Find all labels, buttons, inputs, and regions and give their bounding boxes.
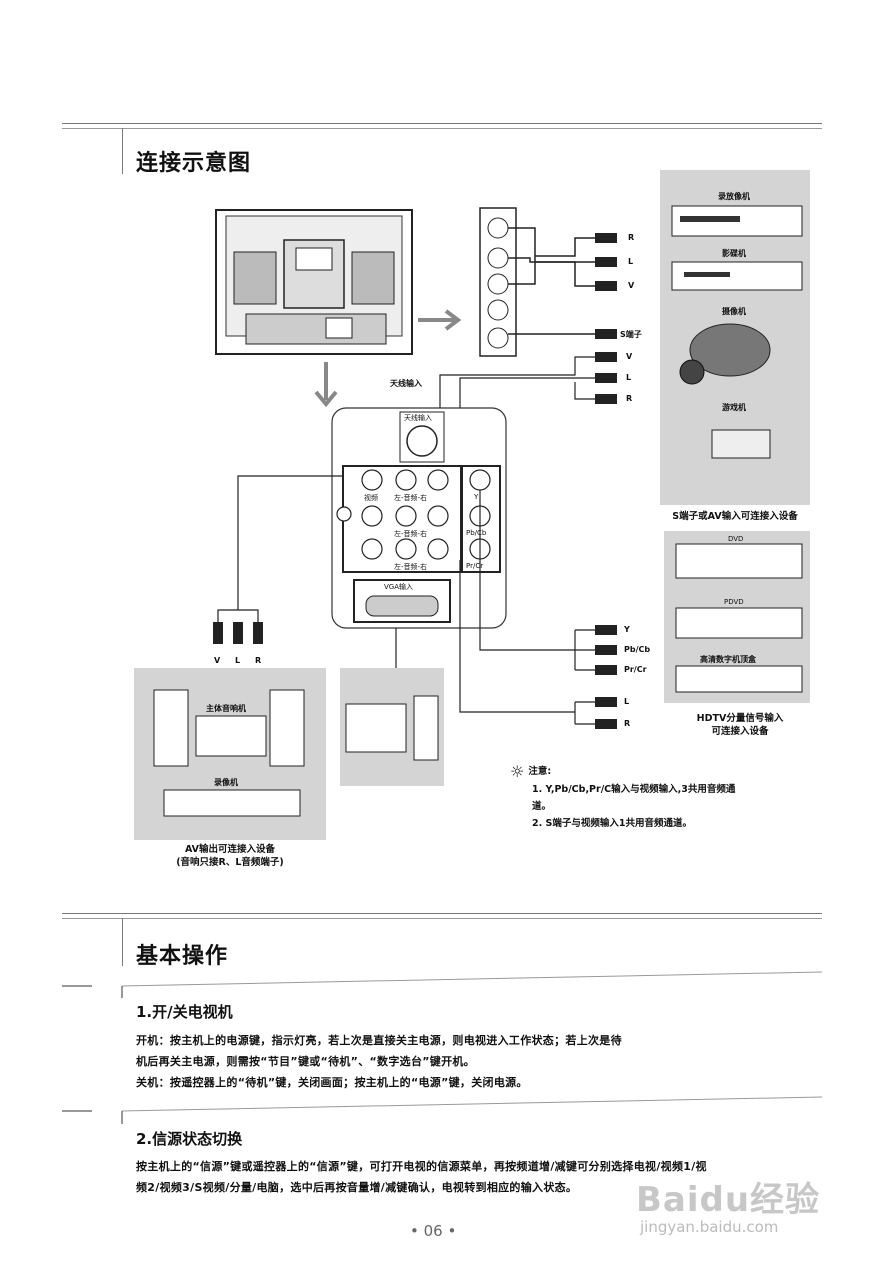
section2-top-rule — [62, 913, 822, 914]
sub1-line-3: 关机：按遥控器上的“待机”键，关闭画面；按主机上的“电源”键，关闭电源。 — [136, 1076, 528, 1089]
mid-jack-l: L — [626, 373, 632, 382]
device-dvd-label: DVD — [728, 535, 744, 543]
panel-side-label-pr: Pr/Cr — [466, 562, 484, 570]
side-jack-s: S端子 — [620, 330, 642, 339]
device-illustrations — [153, 205, 803, 817]
mid-jack-r: R — [626, 394, 633, 403]
lr-out-l: L — [624, 697, 630, 706]
sub1-rule — [62, 971, 823, 998]
device-vcd-label: 影碟机 — [722, 249, 746, 258]
right-bottom-caption-line2: 可连接入设备 — [711, 726, 769, 737]
page-number: • 06 • — [410, 1222, 457, 1240]
device-pdvd-label: PDVD — [724, 598, 744, 606]
panel-col-label-audio-2: 左-音频-右 — [394, 530, 428, 538]
panel-col-label-video: 视频 — [364, 494, 378, 502]
left-caption-line2: (音响只接R、L音频端子) — [176, 857, 284, 868]
av-out-r: R — [255, 656, 262, 665]
mid-jack-v: V — [626, 352, 633, 361]
side-jack-l: L — [628, 257, 634, 266]
sub1-title: 1.开/关电视机 — [136, 1003, 233, 1021]
sub1-body: 开机：按主机上的电源键，指示灯亮，若上次是直接关主电源，则电视进入工作状态；若上… — [136, 1030, 816, 1093]
main-input-panel — [331, 407, 507, 629]
av-out-v: V — [214, 656, 221, 665]
panel-col-label-audio-1: 左-音频-右 — [394, 494, 428, 502]
panel-col-label-audio-3: 左-音频-右 — [394, 563, 428, 571]
av-out-l: L — [235, 656, 241, 665]
component-out-pb: Pb/Cb — [624, 645, 651, 654]
component-out-y: Y — [624, 625, 630, 634]
panel-side-label-pb: Pb/Cb — [466, 529, 487, 537]
device-amp-label: 主体音响机 — [206, 704, 246, 713]
device-camcorder-label: 摄像机 — [722, 307, 746, 316]
right-bottom-caption: HDTV分量信号输入 可连接入设备 — [650, 712, 830, 738]
note-item-1: 1. Y,Pb/Cb,Pr/C输入与视频输入,3共用音频通 — [532, 784, 736, 795]
note-title: 注意: — [528, 766, 552, 777]
sub2-rule — [62, 1096, 823, 1124]
sub1-line-1: 开机：按主机上的电源键，指示灯亮，若上次是直接关主电源，则电视进入工作状态；若上… — [136, 1034, 622, 1047]
right-top-caption: S端子或AV输入可连接入设备 — [672, 511, 798, 522]
section1-top-rule-2 — [62, 128, 822, 129]
side-jack-r: R — [628, 233, 635, 242]
left-caption: AV输出可连接入设备 (音响只接R、L音频端子) — [130, 843, 330, 869]
device-vcr2-label: 录像机 — [214, 778, 238, 787]
sub2-line-1: 按主机上的“信源”键或遥控器上的“信源”键，可打开电视的信源菜单，再按频道增/减… — [136, 1160, 707, 1173]
note-block: ☼ 注意: 1. Y,Pb/Cb,Pr/C输入与视频输入,3共用音频通 道。 2… — [510, 762, 810, 832]
sub2-line-2: 频2/视频3/S视频/分量/电脑，选中后再按音量增/减键确认，电视转到相应的输入… — [136, 1181, 578, 1194]
lightbulb-icon: ☼ — [510, 762, 525, 781]
device-stb-label: 高清数字机顶盒 — [700, 655, 756, 664]
section2-title: 基本操作 — [136, 944, 229, 969]
sub2-body: 按主机上的“信源”键或遥控器上的“信源”键，可打开电视的信源菜单，再按频道增/减… — [136, 1156, 826, 1198]
note-item-1-cont: 道。 — [532, 801, 552, 812]
connection-diagram-svg — [213, 207, 617, 729]
antenna-input-label: 天线输入 — [390, 379, 422, 388]
device-game-label: 游戏机 — [722, 403, 746, 412]
watermark-url: jingyan.baidu.com — [640, 1218, 779, 1236]
component-out-pr: Pr/Cr — [624, 665, 647, 674]
sub1-line-2: 机后再关主电源，则需按“节目”键或“待机”、“数字选台”键开机。 — [136, 1055, 475, 1068]
antenna-jack-label: 天线输入 — [404, 414, 432, 422]
vga-jack-label: VGA输入 — [384, 583, 414, 591]
section1-top-rule — [62, 123, 822, 124]
connection-diagram — [213, 207, 617, 729]
watermark-brand: Baidu经验 — [636, 1180, 821, 1220]
right-bottom-caption-line1: HDTV分量信号输入 — [696, 713, 784, 724]
side-jack-v: V — [628, 281, 635, 290]
section1-title: 连接示意图 — [136, 151, 252, 176]
device-vcr-label: 录放像机 — [718, 192, 750, 201]
lr-out-r: R — [624, 719, 631, 728]
section2-top-rule-2 — [62, 918, 822, 919]
panel-side-label-y: Y — [474, 493, 479, 501]
section2-vbar — [122, 918, 123, 966]
side-jack-panel — [479, 207, 595, 357]
left-caption-line1: AV输出可连接入设备 — [184, 844, 276, 855]
note-item-2: 2. S端子与视频输入1共用音频通道。 — [532, 818, 692, 829]
tv-back-illustration — [215, 209, 413, 355]
section1-vbar — [122, 128, 123, 174]
sub2-title: 2.信源状态切换 — [136, 1130, 243, 1148]
